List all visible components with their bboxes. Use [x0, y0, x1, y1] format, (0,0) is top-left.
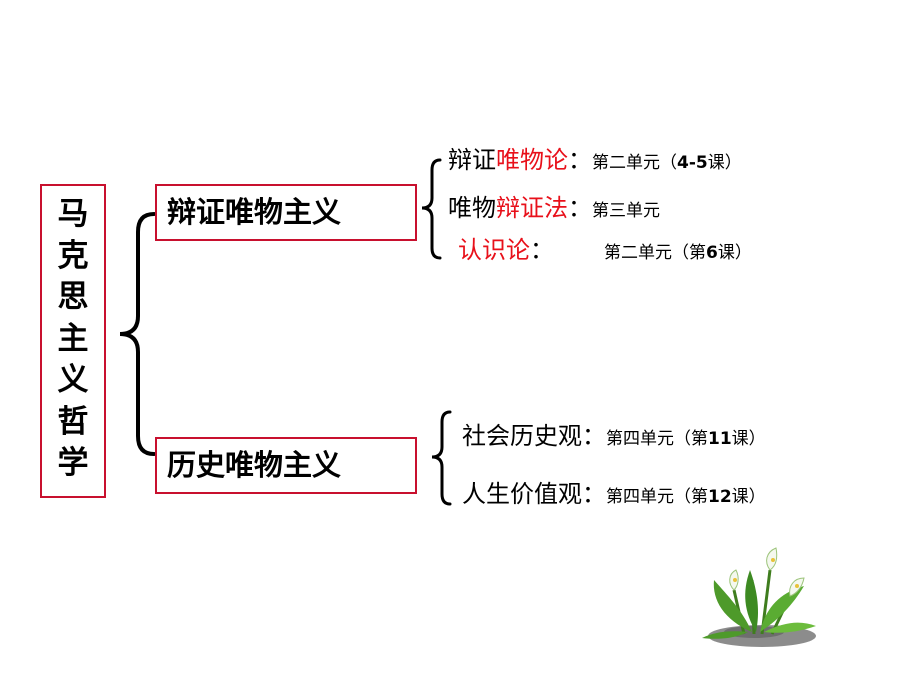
item-materialism-topic: 唯物论	[496, 146, 568, 174]
item-epistemology-paren: （第	[672, 243, 706, 263]
item-life-values-unit: 第四单元	[606, 487, 674, 507]
item-social-history-paren: （第	[674, 429, 708, 449]
branch-dialectical-label: 辩证唯物主义	[167, 195, 342, 229]
plant-icon	[702, 547, 816, 647]
item-materialism-unit: 第二单元	[592, 153, 660, 173]
item-social-history-lesson: 11	[708, 429, 732, 449]
item-social-history-topic: 社会历史观	[462, 422, 582, 450]
branch-historical-box: 历史唯物主义	[155, 437, 417, 494]
item-dialectics-prefix: 唯物	[448, 194, 496, 222]
item-materialism: 辩证唯物论：第二单元（4-5课）	[448, 148, 742, 172]
branch-dialectical-box: 辩证唯物主义	[155, 184, 417, 241]
item-social-history-lesson-suffix: 课）	[731, 429, 766, 449]
item-dialectics-topic: 辩证法	[496, 194, 568, 222]
item-life-values-topic: 人生价值观	[462, 480, 582, 508]
item-epistemology-colon: ：	[530, 236, 554, 264]
dialectical-brace	[421, 158, 442, 260]
item-dialectics-unit: 第三单元	[592, 201, 660, 221]
item-epistemology-unit: 第二单元	[604, 243, 672, 263]
item-epistemology-topic: 认识论	[458, 236, 530, 264]
item-materialism-colon: ：	[568, 146, 592, 174]
item-life-values-lesson-suffix: 课）	[731, 487, 766, 507]
historical-brace	[431, 410, 452, 506]
root-node-box: 马 克 思 主 义 哲 学	[40, 184, 106, 498]
item-dialectics: 唯物辩证法：第三单元	[448, 196, 660, 220]
branch-historical-label: 历史唯物主义	[167, 448, 342, 482]
item-life-values-colon: ：	[582, 480, 606, 508]
item-materialism-prefix: 辩证	[448, 146, 496, 174]
item-epistemology-lesson-suffix: 课）	[717, 243, 752, 263]
item-social-history-colon: ：	[582, 422, 606, 450]
item-dialectics-colon: ：	[568, 194, 592, 222]
item-social-history: 社会历史观：第四单元（第11课）	[462, 424, 766, 448]
item-materialism-lesson-suffix: 课）	[707, 153, 742, 173]
item-life-values: 人生价值观：第四单元（第12课）	[462, 482, 766, 506]
item-life-values-paren: （第	[674, 487, 708, 507]
item-epistemology: 认识论： 第二单元（第6课）	[458, 238, 752, 262]
item-epistemology-lesson: 6	[706, 243, 718, 263]
item-materialism-lesson: 4-5	[677, 153, 708, 173]
root-brace	[119, 212, 156, 456]
item-materialism-paren: （	[660, 153, 677, 173]
item-life-values-lesson: 12	[708, 487, 732, 507]
item-social-history-unit: 第四单元	[606, 429, 674, 449]
root-node-label: 马 克 思 主 义 哲 学	[57, 196, 89, 481]
